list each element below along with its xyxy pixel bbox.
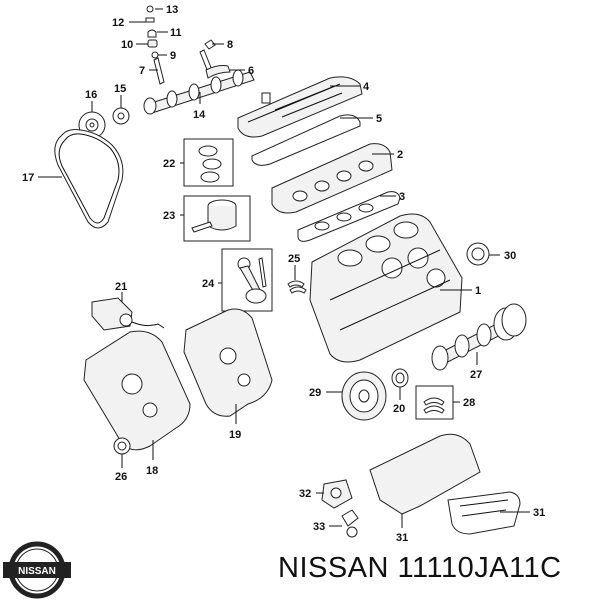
bearings-25 bbox=[287, 280, 307, 294]
main-bearings-28 bbox=[423, 397, 445, 414]
front-cover-18 bbox=[83, 330, 191, 451]
crank-pulley-29 bbox=[341, 371, 387, 421]
leader-lines bbox=[38, 8, 530, 528]
seal-26 bbox=[113, 437, 131, 455]
front-seal-20 bbox=[391, 368, 409, 388]
cylinder-head-2 bbox=[271, 143, 393, 214]
callout-6: 6 bbox=[248, 65, 254, 77]
callout-15: 15 bbox=[114, 83, 126, 95]
callout-1: 1 bbox=[475, 285, 481, 297]
callout-4: 4 bbox=[363, 81, 370, 93]
callout-8: 8 bbox=[227, 39, 233, 51]
timing-cover-19 bbox=[183, 308, 273, 417]
valve-seals-22 bbox=[198, 145, 222, 183]
sprocket-15 bbox=[112, 107, 130, 125]
callout-21: 21 bbox=[115, 281, 127, 293]
box-23 bbox=[183, 195, 251, 242]
engine-block-1 bbox=[309, 213, 463, 363]
valve-cover-gasket-5 bbox=[251, 114, 361, 166]
callout-5: 5 bbox=[376, 113, 382, 125]
oil-pump-32 bbox=[321, 479, 353, 509]
callout-3: 3 bbox=[399, 191, 405, 203]
oil-strainer-33 bbox=[341, 509, 359, 538]
crankshaft-27 bbox=[431, 303, 527, 371]
valve-cover-4 bbox=[237, 76, 363, 138]
callout-20: 20 bbox=[393, 403, 405, 415]
callout-31b: 31 bbox=[396, 532, 408, 544]
callout-18: 18 bbox=[146, 465, 158, 477]
callout-22: 22 bbox=[163, 158, 175, 170]
part-number-caption: NISSAN 11110JA11C bbox=[278, 552, 562, 584]
callout-13: 13 bbox=[166, 4, 178, 16]
callout-2: 2 bbox=[397, 149, 403, 161]
rear-seal-30 bbox=[466, 242, 490, 266]
callout-23: 23 bbox=[163, 210, 175, 222]
connecting-rod-24 bbox=[237, 257, 267, 304]
callout-12: 12 bbox=[112, 17, 124, 29]
callout-14: 14 bbox=[193, 109, 206, 121]
callout-7: 7 bbox=[139, 65, 145, 77]
callout-19: 19 bbox=[229, 429, 241, 441]
camshaft-14 bbox=[143, 69, 255, 115]
actuator-21 bbox=[91, 297, 165, 331]
callout-25: 25 bbox=[288, 253, 300, 265]
callout-29: 29 bbox=[309, 387, 321, 399]
logo-wordmark: NISSAN bbox=[18, 566, 56, 577]
callout-11: 11 bbox=[170, 27, 182, 39]
nissan-logo: NISSAN bbox=[3, 541, 71, 599]
callout-30: 30 bbox=[504, 250, 516, 262]
box-24 bbox=[221, 248, 273, 312]
callout-27: 27 bbox=[470, 369, 482, 381]
oil-pan-31 bbox=[369, 433, 521, 535]
head-gasket-3 bbox=[297, 191, 401, 242]
callout-16: 16 bbox=[85, 89, 97, 101]
callout-28: 28 bbox=[463, 397, 475, 409]
callout-26: 26 bbox=[115, 471, 127, 483]
callout-32: 32 bbox=[299, 488, 311, 500]
callout-9: 9 bbox=[170, 50, 176, 62]
callout-33: 33 bbox=[313, 521, 325, 533]
valve-parts-cluster bbox=[145, 5, 231, 85]
callout-24: 24 bbox=[202, 278, 215, 290]
timing-chain-17 bbox=[54, 129, 124, 229]
callout-numbers: 13 12 11 10 9 8 7 6 14 16 15 17 4 5 2 3 … bbox=[22, 4, 545, 544]
callout-17: 17 bbox=[22, 172, 34, 184]
callout-10: 10 bbox=[121, 39, 133, 51]
piston-23 bbox=[191, 199, 237, 233]
callout-31a: 31 bbox=[533, 507, 545, 519]
